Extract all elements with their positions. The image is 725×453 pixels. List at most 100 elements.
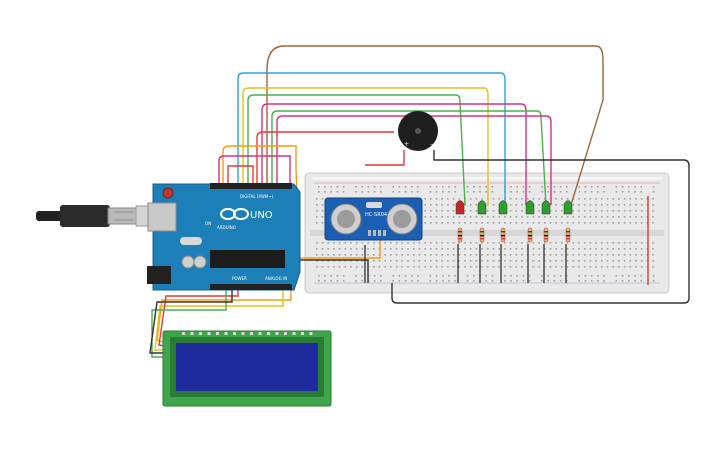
rail-hole [603,280,605,282]
rail-hole [454,280,456,282]
hole [509,260,512,262]
led-green[interactable] [498,200,508,215]
piezo-buzzer[interactable]: + − [398,111,438,151]
hole [464,266,466,268]
hole [430,210,432,212]
hole [515,210,518,212]
hole [469,248,472,250]
rail-hole [324,186,326,188]
hole [589,242,592,244]
hole [515,222,518,224]
led-body [563,200,573,215]
reset-button[interactable] [162,187,174,199]
rail-hole [442,280,444,282]
resistor-band [528,231,532,233]
led-green[interactable] [563,200,573,215]
rail-hole [504,280,506,282]
hole [481,266,483,268]
hole [316,216,318,218]
hole [498,266,500,268]
hole [561,216,563,218]
led-green[interactable] [477,200,487,215]
hole [458,260,461,262]
led-green[interactable] [541,200,551,215]
rail-hole [411,275,413,277]
hole [515,198,518,200]
hole [549,222,552,224]
rail-hole [541,280,543,282]
hole [447,210,449,212]
hole [452,242,455,244]
hole [464,248,466,250]
resistor-band [544,231,548,233]
hole [566,260,569,262]
hole [373,266,375,268]
hole [390,242,392,244]
hole [583,266,586,268]
hole [464,242,466,244]
hole [321,266,324,268]
rail-hole [597,280,599,282]
hole [595,260,597,262]
hole [561,266,563,268]
rail-hole [584,275,587,277]
lcd-16x2[interactable] [162,330,332,407]
hole [595,216,597,218]
hole [612,210,614,212]
wire-red-5v [365,150,405,166]
hole [316,222,318,224]
rail-hole [621,280,624,282]
resistor[interactable] [527,227,533,243]
hole [350,260,352,262]
hole [418,266,421,268]
hole [612,266,614,268]
resistor[interactable] [500,227,506,243]
hole [526,242,529,244]
led-red[interactable] [455,200,465,215]
rail-hole [318,191,320,193]
rail-hole [342,275,345,277]
resistor[interactable] [565,227,571,243]
hole [401,254,404,256]
hole [435,248,438,250]
rail-hole [578,280,580,282]
hole [441,242,443,244]
led-green[interactable] [525,200,535,215]
hole [544,216,546,218]
lcd-pin [250,332,253,335]
resistor[interactable] [457,227,463,243]
hole [475,210,478,212]
hole [464,260,466,262]
rail-hole [355,280,357,282]
resistor[interactable] [479,227,485,243]
hole [578,198,580,200]
rail-hole [429,280,432,282]
hole [629,210,632,212]
hole [544,260,546,262]
hole [629,242,632,244]
hole [566,254,569,256]
hole [578,222,580,224]
led-body [477,200,487,215]
arduino-logo-text: ARDUINO [217,225,236,230]
hole [452,210,455,212]
hole [555,210,557,212]
rail-hole [466,280,469,282]
wire-lcd-yellow [154,290,284,351]
rail-hole [479,191,481,193]
rail-hole [361,275,363,277]
hole [373,254,375,256]
hole [538,260,540,262]
hole [561,222,563,224]
rail-hole [336,186,339,188]
power-header-label: POWER [232,276,247,281]
hole [395,254,398,256]
hole [583,216,586,218]
arduino-uno-board[interactable]: UNO ARDUINO DIGITAL (PWM~) POWER ANALOG … [147,183,301,291]
resistor[interactable] [543,227,549,243]
hole [640,248,643,250]
hole [572,204,575,206]
ultrasonic-sensor[interactable]: HC-SR04 [324,197,423,241]
rail-hole [367,186,370,188]
hole [549,248,552,250]
